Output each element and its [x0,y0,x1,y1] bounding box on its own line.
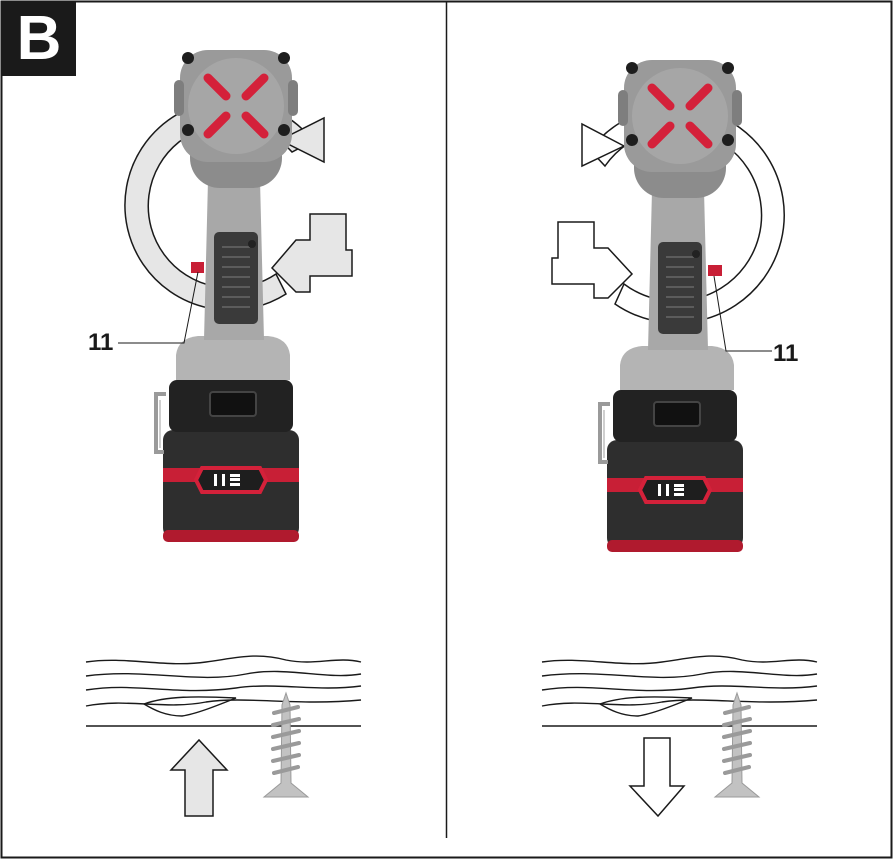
callout-label-right: 11 [773,340,799,367]
direction-switch-arrow [270,213,353,293]
direction-switch-arrow-right [551,221,634,299]
screw-left [262,691,310,799]
rotation-arrowhead-right [581,122,626,168]
badge-letter: B [16,4,62,73]
wood-left [85,655,362,727]
leader-line-left [118,271,199,344]
arrow-up [169,738,229,817]
screw-right [713,691,761,799]
figure-badge: B [2,2,76,76]
panel-left [85,50,362,817]
wood-right [541,655,818,727]
direction-switch-left [191,262,204,273]
arrow-down [628,737,686,818]
direction-switch-right [708,265,722,276]
leader-line-right [713,275,772,352]
panel-right [541,60,818,818]
rotation-arrowhead [278,116,325,164]
callout-label-left: 11 [88,329,114,356]
